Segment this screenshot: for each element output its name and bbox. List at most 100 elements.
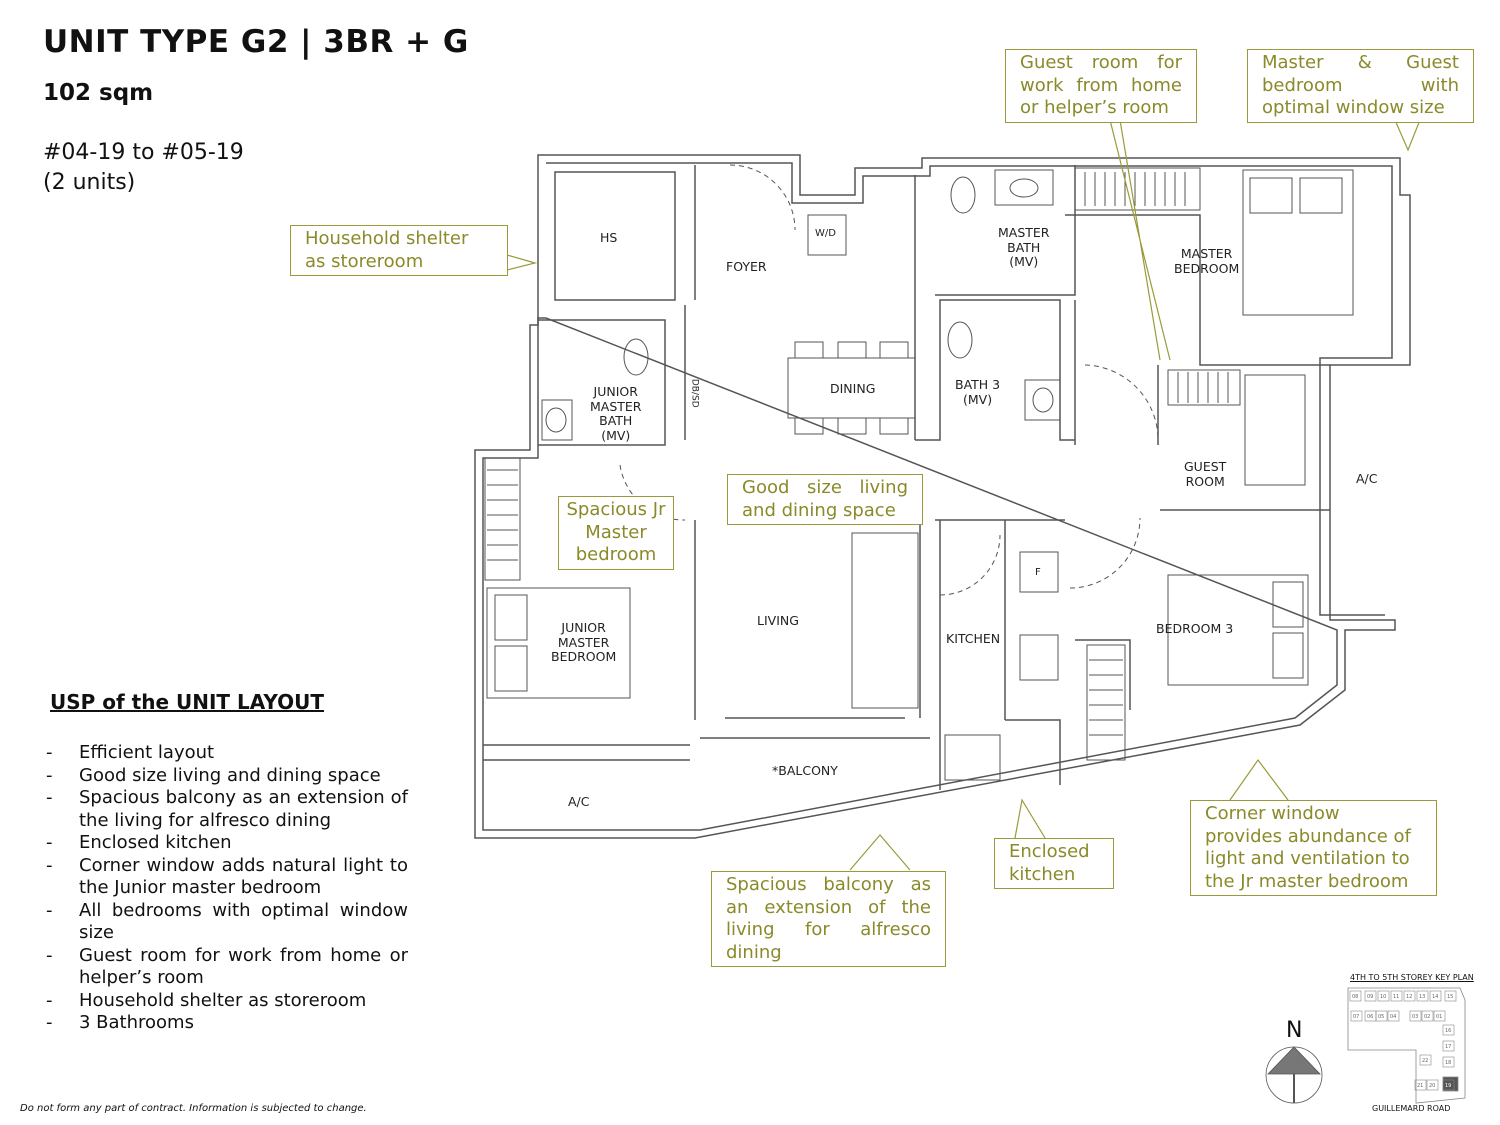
key-plan-unit bbox=[1375, 1010, 1388, 1022]
room-hs: HS bbox=[600, 230, 618, 245]
interior-walls bbox=[483, 165, 1330, 790]
hob-icon bbox=[1019, 634, 1059, 681]
basin-icon bbox=[994, 169, 1054, 206]
usp-item-text: All bedrooms with optimal window size bbox=[79, 899, 408, 944]
room-kitchen: KITCHEN bbox=[946, 631, 1001, 646]
unit-title: UNIT TYPE G2 | 3BR + G bbox=[43, 24, 469, 60]
usp-item-text: Guest room for work from home or helper’… bbox=[79, 944, 408, 989]
bullet-dash: - bbox=[46, 1012, 53, 1033]
fridge-icon bbox=[1019, 551, 1059, 593]
key-plan-unit bbox=[1442, 1024, 1455, 1036]
key-plan-unit bbox=[1390, 990, 1403, 1002]
key-plan-unit-label: 12 bbox=[1406, 994, 1412, 1000]
usp-item: -Good size living and dining space bbox=[46, 765, 408, 788]
key-plan-road: GUILLEMARD ROAD bbox=[1372, 1104, 1451, 1113]
key-plan-unit bbox=[1349, 990, 1362, 1002]
key-plan-title: 4TH TO 5TH STOREY KEY PLAN bbox=[1350, 973, 1474, 982]
usp-item: - Household shelter as storeroom bbox=[46, 990, 408, 1013]
key-plan-unit-label: 13 bbox=[1419, 994, 1425, 1000]
usp-item: - Spacious balcony as an extension of the… bbox=[46, 787, 408, 832]
key-plan-unit-label: 07 bbox=[1353, 1014, 1359, 1020]
outer-walls bbox=[474, 154, 1411, 839]
key-plan-unit-label: 10 bbox=[1380, 994, 1386, 1000]
room-wd: W/D bbox=[815, 228, 836, 239]
master-wardrobe-icon bbox=[1074, 167, 1201, 211]
callout-pointers bbox=[506, 119, 1421, 871]
callout-corner-window: Corner window provides abundance of ligh… bbox=[1190, 800, 1437, 896]
key-plan-unit bbox=[1442, 1040, 1455, 1052]
key-plan-unit-label: 15 bbox=[1447, 994, 1453, 1000]
key-plan-unit-label: 14 bbox=[1432, 994, 1438, 1000]
usp-item: -3 Bathrooms bbox=[46, 1012, 408, 1035]
key-plan-unit-label: 04 bbox=[1390, 1014, 1396, 1020]
key-plan-unit-label: 17 bbox=[1445, 1044, 1451, 1050]
key-plan-unit bbox=[1416, 990, 1429, 1002]
key-plan-unit bbox=[1426, 1079, 1439, 1091]
room-bath3: BATH 3(MV) bbox=[955, 377, 1001, 407]
key-plan-unit bbox=[1387, 1010, 1400, 1022]
key-plan-unit-label: 08 bbox=[1352, 994, 1358, 1000]
bullet-dash: - bbox=[46, 832, 53, 853]
sofa-icon bbox=[851, 532, 919, 709]
usp-heading: USP of the UNIT LAYOUT bbox=[50, 690, 324, 714]
callout-jr-master: Spacious Jr Master bedroom bbox=[558, 496, 674, 570]
kitchen-sink-icon bbox=[944, 734, 1001, 781]
room-dining: DINING bbox=[830, 381, 876, 396]
bedroom3-wardrobe-icon bbox=[1086, 644, 1126, 761]
room-ac-left: A/C bbox=[568, 794, 590, 809]
furniture bbox=[484, 167, 1354, 781]
room-fridge: F bbox=[1035, 567, 1041, 578]
usp-item: -Guest room for work from home or helper… bbox=[46, 945, 408, 990]
bullet-dash: - bbox=[46, 787, 53, 808]
toilet-icon bbox=[950, 176, 976, 214]
room-living: LIVING bbox=[757, 613, 799, 628]
key-plan-unit bbox=[1442, 1079, 1455, 1091]
usp-item: - All bedrooms with optimal window size bbox=[46, 900, 408, 945]
room-balcony: *BALCONY bbox=[772, 763, 838, 778]
bullet-dash: - bbox=[46, 742, 53, 763]
key-plan-unit-label: 19 bbox=[1445, 1083, 1451, 1089]
key-plan-unit bbox=[1421, 1010, 1434, 1022]
unit-range: #04-19 to #05-19 bbox=[43, 140, 244, 165]
key-plan-unit-label: 09 bbox=[1367, 994, 1373, 1000]
key-plan-unit-label: 11 bbox=[1393, 994, 1399, 1000]
callout-household-shelter: Household shelter as storeroom bbox=[290, 225, 508, 276]
key-plan-unit bbox=[1433, 1010, 1446, 1022]
usp-item-text: Corner window adds natural light to the … bbox=[79, 854, 408, 899]
jr-master-bed-icon bbox=[486, 587, 631, 699]
key-plan-unit bbox=[1377, 990, 1390, 1002]
key-plan-unit-label: 01 bbox=[1436, 1014, 1442, 1020]
key-plan-unit bbox=[1364, 990, 1377, 1002]
unit-count: (2 units) bbox=[43, 170, 136, 195]
unit-area: 102 sqm bbox=[43, 80, 154, 106]
master-bed-icon bbox=[1242, 169, 1354, 316]
key-plan-unit-label: 18 bbox=[1445, 1060, 1451, 1066]
usp-item-text: Efficient layout bbox=[79, 742, 215, 763]
key-plan-unit-label: 03 bbox=[1412, 1014, 1418, 1020]
callout-kitchen: Enclosed kitchen bbox=[994, 838, 1114, 889]
key-plan-unit-label: 16 bbox=[1445, 1028, 1451, 1034]
key-plan-unit-label: 06 bbox=[1367, 1014, 1373, 1020]
key-plan-unit bbox=[1444, 990, 1457, 1002]
usp-item-text: Household shelter as storeroom bbox=[79, 989, 367, 1011]
key-plan-unit bbox=[1409, 1010, 1422, 1022]
usp-item-text: Spacious balcony as an extension of the … bbox=[79, 787, 408, 831]
bullet-dash: - bbox=[46, 989, 53, 1011]
room-foyer: FOYER bbox=[726, 259, 767, 274]
callout-master-guest-windows: Master & Guest bedroom with optimal wind… bbox=[1247, 49, 1474, 123]
key-plan-unit-label: 22 bbox=[1422, 1058, 1428, 1064]
guest-wardrobe-icon bbox=[1167, 369, 1241, 406]
north-label: N bbox=[1286, 1018, 1303, 1043]
usp-item: -Enclosed kitchen bbox=[46, 832, 408, 855]
bullet-dash: - bbox=[46, 899, 53, 921]
usp-item: - Efficient layout bbox=[46, 742, 408, 765]
key-plan-unit bbox=[1419, 1054, 1432, 1066]
key-plan-unit bbox=[1403, 990, 1416, 1002]
usp-item-text: Good size living and dining space bbox=[79, 764, 381, 786]
